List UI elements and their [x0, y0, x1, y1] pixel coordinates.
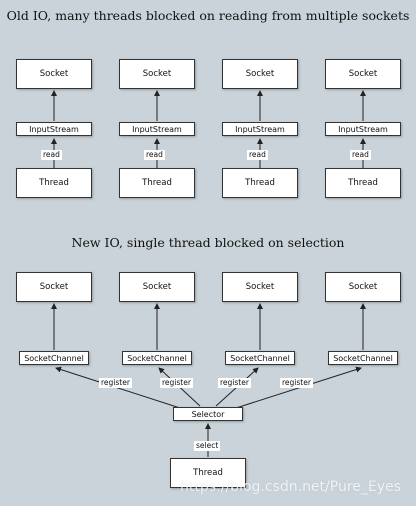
old-io-title: Old IO, many threads blocked on reading … [6, 8, 410, 23]
read-edge-label: read [247, 150, 268, 160]
read-edge-label: read [41, 150, 62, 160]
select-edge-label: select [194, 441, 221, 451]
new-socket-box: Socket [222, 272, 298, 302]
register-edge-label: register [160, 378, 193, 388]
old-thread-box: Thread [325, 168, 401, 198]
read-edge-label: read [350, 150, 371, 160]
new-socket-box: Socket [119, 272, 195, 302]
old-thread-box: Thread [119, 168, 195, 198]
new-socket-box: Socket [16, 272, 92, 302]
socketchannel-box: SocketChannel [19, 351, 89, 365]
register-edge-label: register [280, 378, 313, 388]
selector-box: Selector [173, 407, 243, 421]
old-socket-box: Socket [16, 59, 92, 89]
register-edge-label: register [99, 378, 132, 388]
watermark-text: https://blog.csdn.net/Pure_Eyes [180, 479, 401, 495]
old-thread-box: Thread [16, 168, 92, 198]
old-thread-box: Thread [222, 168, 298, 198]
inputstream-box: InputStream [119, 122, 195, 136]
socketchannel-box: SocketChannel [328, 351, 398, 365]
old-socket-box: Socket [222, 59, 298, 89]
inputstream-box: InputStream [222, 122, 298, 136]
new-thread-box: Thread [170, 458, 246, 488]
new-socket-box: Socket [325, 272, 401, 302]
read-edge-label: read [144, 150, 165, 160]
inputstream-box: InputStream [16, 122, 92, 136]
register-edge-label: register [218, 378, 251, 388]
inputstream-box: InputStream [325, 122, 401, 136]
new-io-title: New IO, single thread blocked on selecti… [71, 235, 345, 250]
old-socket-box: Socket [119, 59, 195, 89]
old-socket-box: Socket [325, 59, 401, 89]
socketchannel-box: SocketChannel [122, 351, 192, 365]
socketchannel-box: SocketChannel [225, 351, 295, 365]
